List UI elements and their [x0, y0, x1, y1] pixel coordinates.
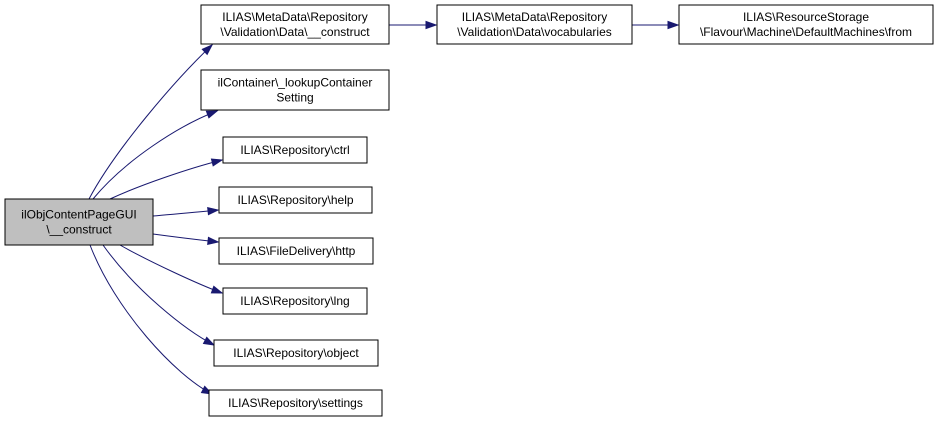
node-validation-construct[interactable]: ILIAS\MetaData\Repository\Validation\Dat… [200, 4, 390, 45]
arrowhead-icon [201, 43, 214, 56]
node-box [208, 389, 383, 417]
node-label-line: \Flavour\Machine\DefaultMachines\from [700, 25, 912, 39]
edge-line [102, 244, 215, 346]
edge-line [88, 44, 213, 200]
node-box [218, 237, 374, 265]
arrowhead-icon [207, 206, 220, 216]
node-label-line: ILIAS\ResourceStorage [743, 10, 869, 24]
node-label-line: ILIAS\Repository\object [233, 346, 359, 360]
node-settings[interactable]: ILIAS\Repository\settings [208, 389, 383, 417]
node-box [200, 4, 390, 45]
node-label-line: ILIAS\FileDelivery\http [237, 244, 356, 258]
edge-root-to-settings [89, 244, 214, 395]
edge-vocabularies-to-from [632, 20, 680, 30]
node-box [213, 339, 379, 367]
edge-validation_construct-to-vocabularies [389, 20, 438, 30]
node-label-line: ilContainer\_lookupContainer [218, 76, 373, 90]
edges-layer [88, 20, 680, 395]
node-box [222, 287, 368, 315]
node-label-line: \Validation\Data\__construct [220, 25, 370, 39]
arrowhead-icon [667, 20, 680, 30]
node-label-line: ILIAS\Repository\ctrl [240, 143, 349, 157]
nodes-layer: ilObjContentPageGUI\__construct ILIAS\Met… [4, 4, 934, 417]
node-http[interactable]: ILIAS\FileDelivery\http [218, 237, 374, 265]
node-box [4, 198, 154, 246]
node-label-line: \__construct [46, 223, 112, 237]
node-box [436, 4, 633, 45]
node-ctrl[interactable]: ILIAS\Repository\ctrl [222, 136, 368, 164]
node-root[interactable]: ilObjContentPageGUI\__construct [4, 198, 154, 246]
arrowhead-icon [425, 20, 438, 30]
node-vocabularies[interactable]: ILIAS\MetaData\Repository\Validation\Dat… [436, 4, 633, 45]
node-box [678, 4, 934, 45]
arrowhead-icon [210, 285, 224, 294]
edge-line [119, 244, 223, 294]
node-label-line: ILIAS\MetaData\Repository [222, 10, 367, 24]
edge-line [89, 244, 213, 395]
arrowhead-icon [202, 336, 216, 346]
arrowhead-icon [207, 236, 220, 246]
edge-line [109, 159, 223, 200]
edge-root-to-lookup [92, 110, 219, 200]
node-box [222, 136, 368, 164]
node-label-line: ILIAS\Repository\settings [228, 396, 363, 410]
edge-line [92, 110, 218, 200]
node-label-line: \Validation\Data\vocabularies [457, 25, 612, 39]
edge-root-to-help [152, 206, 220, 217]
node-label-line: ILIAS\Repository\lng [240, 294, 349, 308]
arrowhead-icon [205, 110, 219, 119]
edge-root-to-ctrl [109, 158, 224, 200]
node-object[interactable]: ILIAS\Repository\object [213, 339, 379, 367]
node-label-line: ILIAS\Repository\help [237, 193, 353, 207]
node-box [200, 69, 390, 111]
arrowhead-icon [210, 158, 224, 167]
node-lng[interactable]: ILIAS\Repository\lng [222, 287, 368, 315]
node-label-line: ilObjContentPageGUI [21, 208, 136, 222]
edge-root-to-object [102, 244, 216, 346]
edge-root-to-lng [119, 244, 224, 294]
node-label-line: Setting [276, 91, 313, 105]
edge-root-to-http [152, 233, 220, 246]
node-help[interactable]: ILIAS\Repository\help [218, 186, 373, 214]
node-from[interactable]: ILIAS\ResourceStorage\Flavour\Machine\De… [678, 4, 934, 45]
node-label-line: ILIAS\MetaData\Repository [462, 10, 607, 24]
edge-root-to-validation_construct [88, 43, 214, 200]
node-box [218, 186, 373, 214]
